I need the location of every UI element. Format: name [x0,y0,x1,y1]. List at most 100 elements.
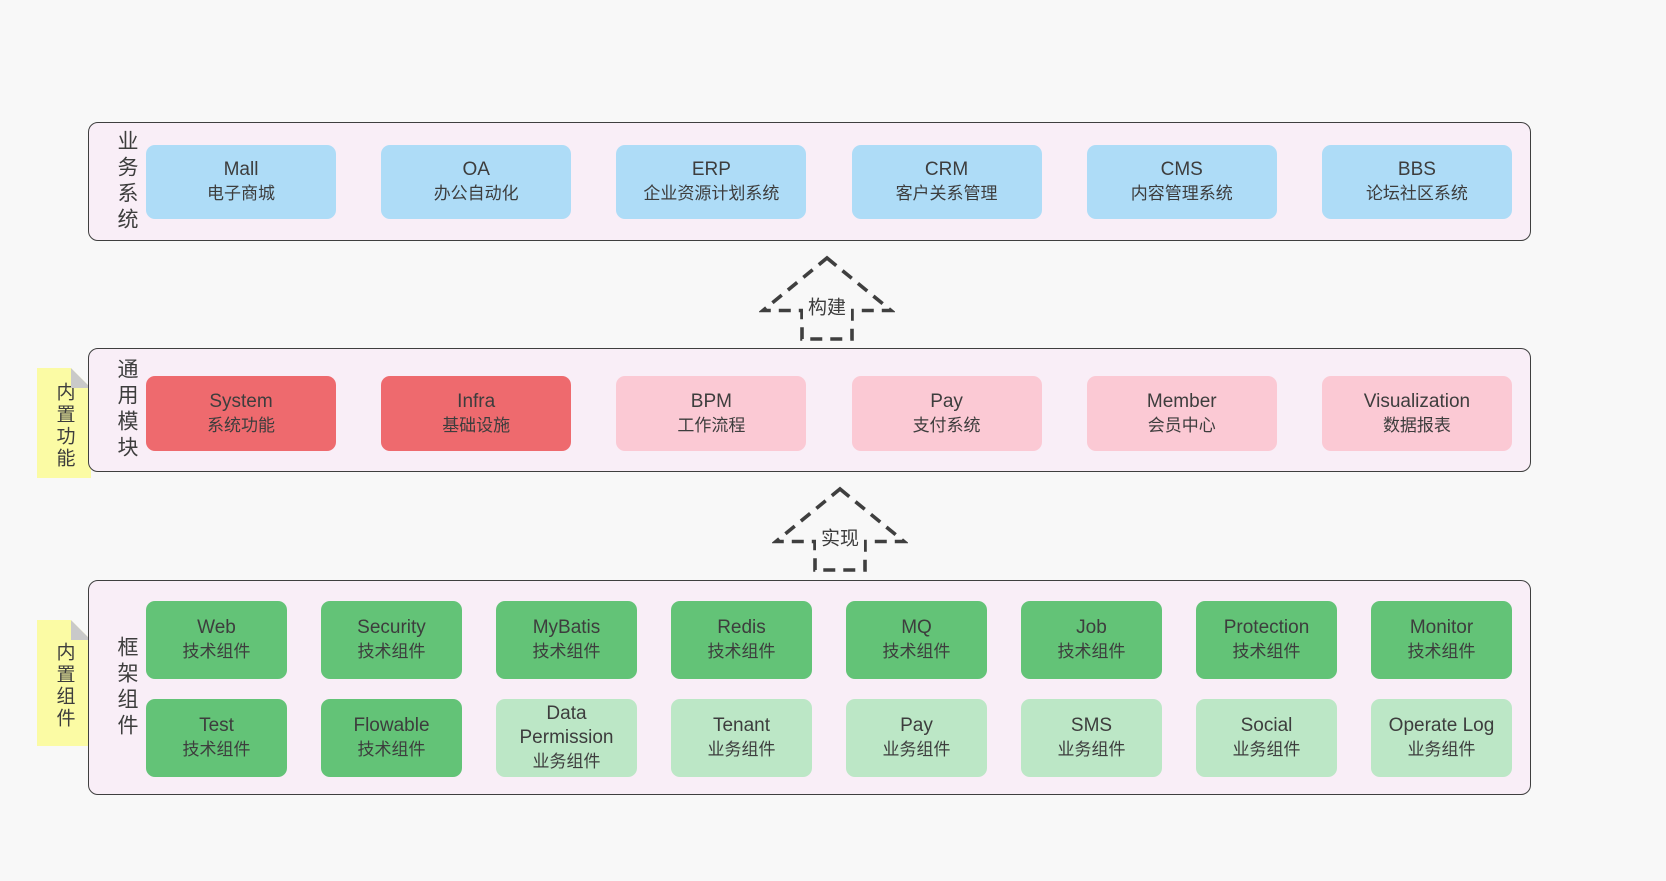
module-box-system: System 系统功能 [146,376,336,451]
build-arrow-label: 构建 [802,290,852,322]
framework-box-security: Security 技术组件 [321,601,462,679]
box-title: Flowable [353,715,430,736]
box-subtitle: 办公自动化 [433,184,519,203]
business-box-cms: CMS 内容管理系统 [1086,145,1277,219]
framework-row-1: Web 技术组件 Security 技术组件 MyBatis 技术组件 Redi… [146,601,1512,679]
box-title: Infra [457,390,496,412]
implement-arrow-label: 实现 [815,521,865,553]
box-subtitle: 内容管理系统 [1130,184,1233,203]
box-subtitle: 技术组件 [182,642,251,661]
business-box-crm: CRM 客户关系管理 [851,145,1042,219]
box-subtitle: 业务组件 [1407,740,1476,759]
box-title: Web [197,617,236,638]
box-title: MQ [901,617,932,638]
box-subtitle: 业务组件 [882,740,951,759]
framework-box-test: Test 技术组件 [146,699,287,777]
box-subtitle: 技术组件 [1232,642,1301,661]
business-box-oa: OA 办公自动化 [381,145,572,219]
box-subtitle: 数据报表 [1382,415,1451,435]
box-subtitle: 电子商城 [207,184,275,203]
implement-arrow: 实现 [772,486,908,573]
business-box-bbs: BBS 论坛社区系统 [1321,145,1512,219]
box-title: BBS [1397,159,1436,180]
box-title: MyBatis [532,617,601,638]
builtin-components-note: 内置组件 [37,620,91,746]
framework-box-web: Web 技术组件 [146,601,287,679]
framework-box-operate-log: Operate Log 业务组件 [1371,699,1512,777]
dashed-up-arrow-icon [759,255,895,341]
box-subtitle: 支付系统 [912,415,981,435]
box-title: ERP [691,159,731,180]
box-title: Tenant [712,715,771,736]
box-title: Redis [717,617,766,638]
builtin-functions-note: 内置功能 [37,368,91,478]
framework-box-mq: MQ 技术组件 [846,601,987,679]
framework-components-panel: 框架组件 Web 技术组件 Security 技术组件 MyBatis 技术组件… [88,580,1531,795]
business-systems-panel: 业务系统 Mall 电子商城 OA 办公自动化 ERP 企业资源计划系统 CRM… [88,122,1531,241]
box-subtitle: 技术组件 [532,642,601,661]
box-subtitle: 论坛社区系统 [1365,184,1468,203]
common-modules-row: System 系统功能 Infra 基础设施 BPM 工作流程 Pay 支付系统… [146,376,1512,451]
framework-box-job: Job 技术组件 [1021,601,1162,679]
box-title: Visualization [1363,390,1471,412]
box-title: Mall [223,159,259,180]
box-title: OA [462,159,490,180]
box-title: CMS [1160,159,1203,180]
box-subtitle: 系统功能 [207,415,275,435]
framework-box-monitor: Monitor 技术组件 [1371,601,1512,679]
box-subtitle: 技术组件 [1407,642,1476,661]
framework-box-data-permission: Data Permission 业务组件 [496,699,637,777]
box-title: SMS [1070,715,1113,736]
box-title: Pay [930,390,963,412]
box-title: Monitor [1409,617,1474,638]
box-title: Job [1076,617,1107,638]
box-title: Protection [1223,617,1310,638]
module-box-infra: Infra 基础设施 [381,376,572,451]
box-subtitle: 企业资源计划系统 [643,184,780,203]
framework-box-sms: SMS 业务组件 [1021,699,1162,777]
box-subtitle: 技术组件 [357,740,426,759]
module-box-pay: Pay 支付系统 [851,376,1042,451]
framework-box-protection: Protection 技术组件 [1196,601,1337,679]
box-title: BPM [690,390,732,412]
box-subtitle: 客户关系管理 [895,184,998,203]
box-subtitle: 基础设施 [442,415,511,435]
framework-box-social: Social 业务组件 [1196,699,1337,777]
box-subtitle: 技术组件 [707,642,776,661]
box-subtitle: 业务组件 [707,740,776,759]
box-title: System [209,390,273,412]
framework-box-tenant: Tenant 业务组件 [671,699,812,777]
builtin-components-note-label: 内置组件 [53,641,75,730]
framework-components-label: 框架组件 [115,635,138,740]
box-title: Social [1240,715,1293,736]
framework-box-flowable: Flowable 技术组件 [321,699,462,777]
box-title: Member [1146,390,1217,412]
business-box-mall: Mall 电子商城 [146,145,336,219]
box-subtitle: 业务组件 [1232,740,1301,759]
box-subtitle: 技术组件 [182,740,251,759]
box-title: Data Permission [519,703,614,748]
framework-box-redis: Redis 技术组件 [671,601,812,679]
box-subtitle: 技术组件 [357,642,426,661]
business-systems-label: 业务系统 [115,129,138,234]
box-title: CRM [924,159,969,180]
module-box-bpm: BPM 工作流程 [616,376,807,451]
module-box-visualization: Visualization 数据报表 [1321,376,1512,451]
box-subtitle: 业务组件 [1057,740,1126,759]
common-modules-label: 通用模块 [115,358,138,462]
dashed-up-arrow-icon [772,486,908,572]
box-title: Test [199,715,234,736]
box-title: Pay [900,715,933,736]
box-subtitle: 技术组件 [882,642,951,661]
box-title: Security [357,617,426,638]
framework-box-pay: Pay 业务组件 [846,699,987,777]
build-arrow: 构建 [759,255,895,342]
builtin-functions-note-label: 内置功能 [53,381,75,470]
box-subtitle: 工作流程 [677,415,746,435]
box-subtitle: 业务组件 [532,752,601,771]
box-subtitle: 会员中心 [1147,415,1216,435]
framework-row-2: Test 技术组件 Flowable 技术组件 Data Permission … [146,699,1512,777]
business-systems-row: Mall 电子商城 OA 办公自动化 ERP 企业资源计划系统 CRM 客户关系… [146,145,1512,219]
business-box-erp: ERP 企业资源计划系统 [616,145,807,219]
